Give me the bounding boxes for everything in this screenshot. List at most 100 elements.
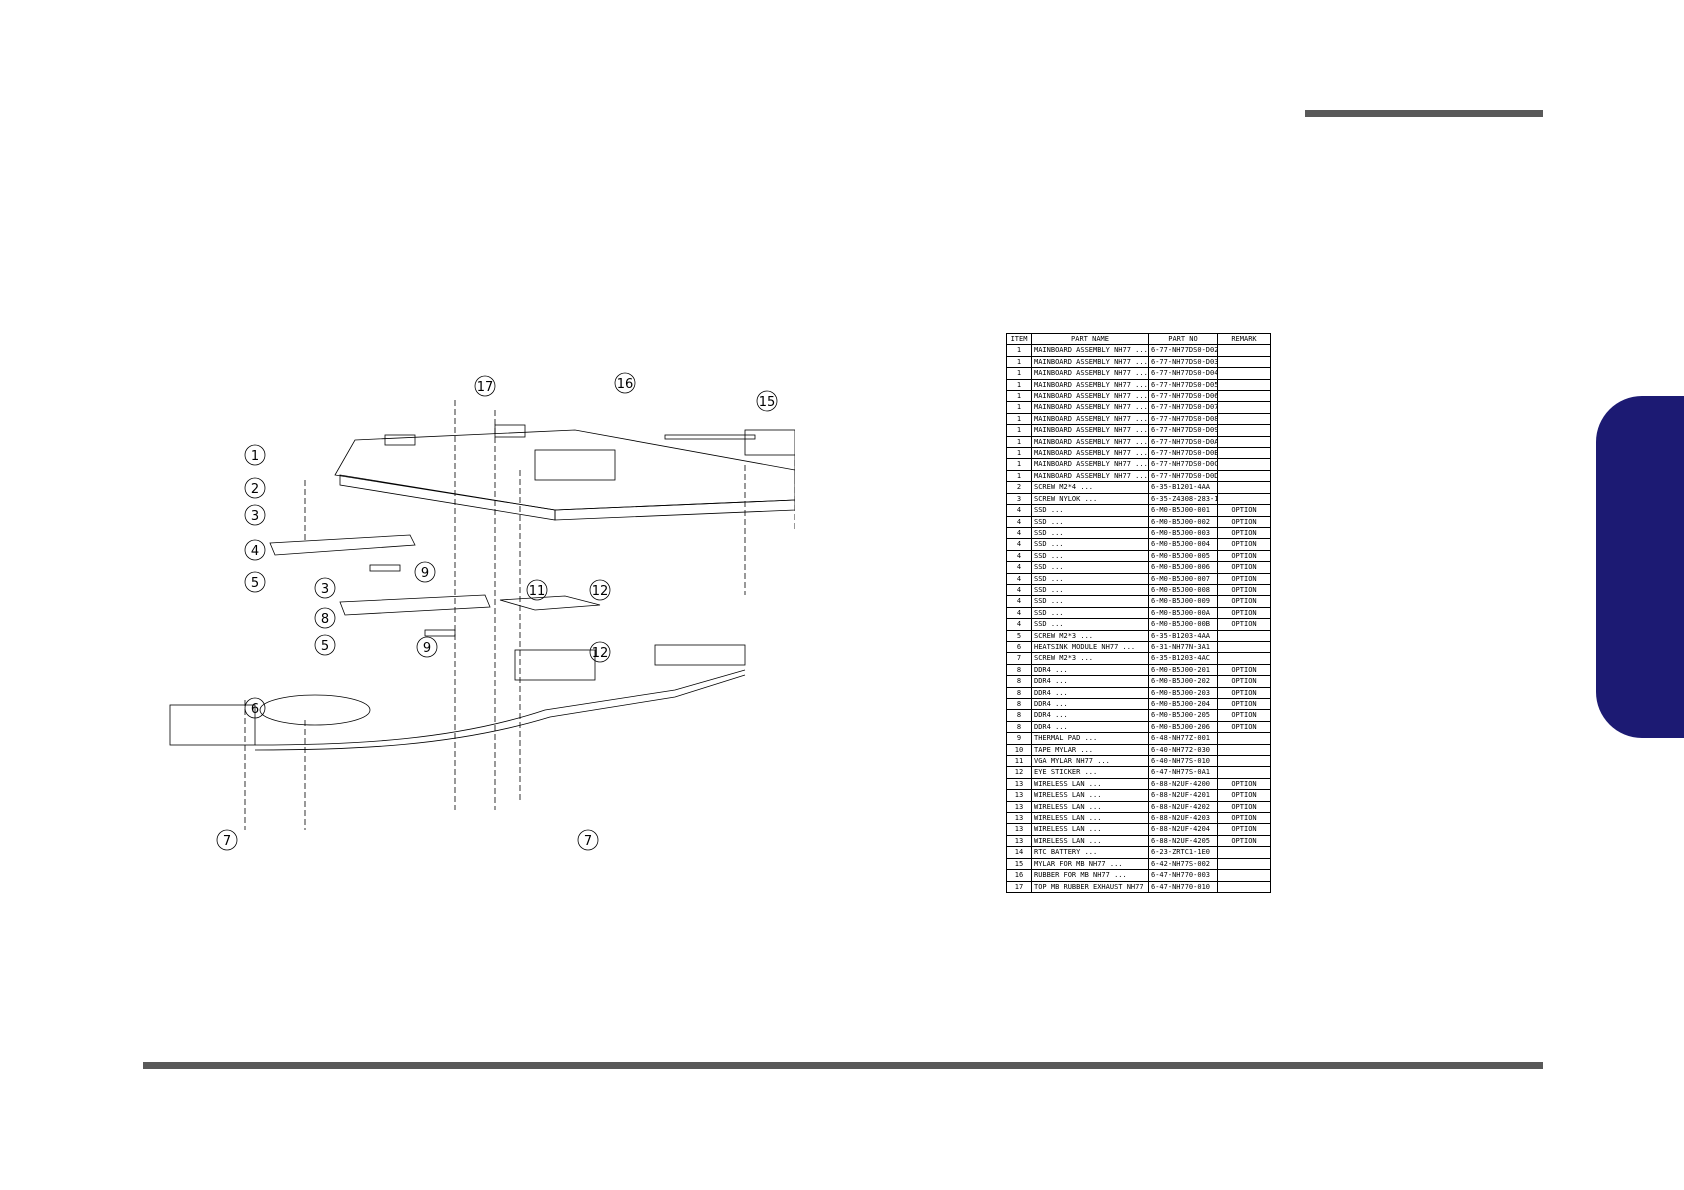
part-name-cell: THERMAL PAD ... [1031, 732, 1149, 745]
part-name-cell: SSD ... [1031, 526, 1149, 540]
callout-8: 8 [321, 612, 329, 627]
part-no-cell: 6-47-NH77S-0A1 [1148, 766, 1218, 779]
part-no-cell: 6-31-NH77N-3A1 [1148, 640, 1218, 654]
callout-12b: 12 [592, 646, 609, 661]
part-name-cell: SCREW M2*4 ... [1031, 481, 1149, 494]
part-name-cell: SCREW M2*3 ... [1031, 652, 1149, 665]
remark-cell: OPTION [1217, 834, 1271, 848]
part-name-cell: SSD ... [1031, 583, 1149, 597]
remark-cell: OPTION [1217, 800, 1271, 814]
remark-cell: OPTION [1217, 812, 1271, 825]
part-no-cell: 6-88-N2UF-4202 [1148, 800, 1218, 814]
item-cell: 2 [1006, 481, 1032, 494]
item-cell: 4 [1006, 606, 1032, 620]
footer-rule [143, 1062, 1543, 1069]
part-name-cell: SCREW NYLOK ... [1031, 492, 1149, 506]
part-name-cell: SSD ... [1031, 606, 1149, 620]
item-cell: 13 [1006, 823, 1032, 836]
part-no-cell: 6-M0-B5J00-00B [1148, 618, 1218, 631]
part-no-cell: 6-M0-B5J00-206 [1148, 720, 1218, 734]
item-cell: 1 [1006, 458, 1032, 471]
part-no-cell: 6-M0-B5J00-007 [1148, 572, 1218, 585]
item-cell: 8 [1006, 697, 1032, 711]
part-name-cell: WIRELESS LAN ... [1031, 789, 1149, 802]
part-name-cell: SSD ... [1031, 595, 1149, 608]
item-cell: 1 [1006, 355, 1032, 369]
part-no-cell: 6-M0-B5J00-205 [1148, 709, 1218, 722]
part-name-cell: HEATSINK MODULE NH77 ... [1031, 640, 1149, 654]
callout-15: 15 [759, 395, 776, 410]
item-cell: 12 [1006, 766, 1032, 779]
chapter-tab [1596, 396, 1684, 738]
item-cell: 8 [1006, 686, 1032, 700]
callout-4: 4 [251, 544, 259, 559]
fan [259, 694, 371, 726]
item-cell: 13 [1006, 812, 1032, 825]
part-name-cell: DDR4 ... [1031, 663, 1149, 677]
callout-17: 17 [477, 380, 494, 395]
part-name-cell: SSD ... [1031, 504, 1149, 517]
remark-cell: OPTION [1217, 789, 1271, 802]
callout-labels: 1 2 3 4 5 3 8 5 9 9 11 12 12 6 7 7 17 16… [223, 377, 776, 849]
header-remark: REMARK [1217, 332, 1271, 346]
callout-3b: 3 [321, 582, 329, 597]
part-no-cell: 6-77-NH77DS0-D06 [1148, 390, 1218, 403]
remark-cell [1217, 469, 1271, 483]
item-cell: 8 [1006, 709, 1032, 722]
part-no-cell: 6-35-B1203-4AC [1148, 652, 1218, 665]
remark-cell [1217, 629, 1271, 642]
part-name-cell: SSD ... [1031, 572, 1149, 585]
remark-cell [1217, 755, 1271, 768]
part-no-cell: 6-35-Z4308-283-1 [1148, 492, 1218, 506]
remark-cell [1217, 640, 1271, 654]
header-part-no: PART NO [1148, 332, 1218, 346]
part-no-cell: 6-77-NH77DS0-D05 [1148, 378, 1218, 392]
item-cell: 17 [1006, 880, 1032, 893]
part-name-cell: SSD ... [1031, 618, 1149, 631]
part-name-cell: SSD ... [1031, 538, 1149, 551]
part-no-cell: 6-M0-B5J00-204 [1148, 697, 1218, 711]
remark-cell: OPTION [1217, 595, 1271, 608]
remark-cell [1217, 766, 1271, 779]
item-cell: 13 [1006, 777, 1032, 791]
part-no-cell: 6-88-N2UF-4204 [1148, 823, 1218, 836]
item-cell: 10 [1006, 743, 1032, 757]
heatsink-fins-top [514, 649, 596, 681]
part-no-cell: 6-88-N2UF-4201 [1148, 789, 1218, 802]
part-name-cell: SSD ... [1031, 561, 1149, 574]
remark-cell [1217, 424, 1271, 437]
part-no-cell: 6-77-NH77DS0-D08 [1148, 412, 1218, 426]
remark-cell: OPTION [1217, 618, 1271, 631]
remark-cell [1217, 401, 1271, 414]
part-no-cell: 6-35-B1203-4AA [1148, 629, 1218, 642]
part-no-cell: 6-M0-B5J00-008 [1148, 583, 1218, 597]
remark-cell: OPTION [1217, 561, 1271, 574]
part-name-cell: MAINBOARD ASSEMBLY NH77 ... [1031, 447, 1149, 460]
part-no-cell: 6-77-NH77DS0-D0D [1148, 469, 1218, 483]
callout-7b: 7 [584, 834, 592, 849]
part-no-cell: 6-48-NH77Z-001 [1148, 732, 1218, 745]
item-cell: 8 [1006, 675, 1032, 688]
part-no-cell: 6-42-NH77S-002 [1148, 857, 1218, 871]
item-cell: 1 [1006, 412, 1032, 426]
remark-cell [1217, 869, 1271, 882]
part-name-cell: RUBBER FOR MB NH77 ... [1031, 869, 1149, 882]
remark-cell: OPTION [1217, 675, 1271, 688]
callout-16: 16 [617, 377, 634, 392]
part-name-cell: MAINBOARD ASSEMBLY NH77 ... [1031, 401, 1149, 414]
part-name-cell: WIRELESS LAN ... [1031, 823, 1149, 836]
